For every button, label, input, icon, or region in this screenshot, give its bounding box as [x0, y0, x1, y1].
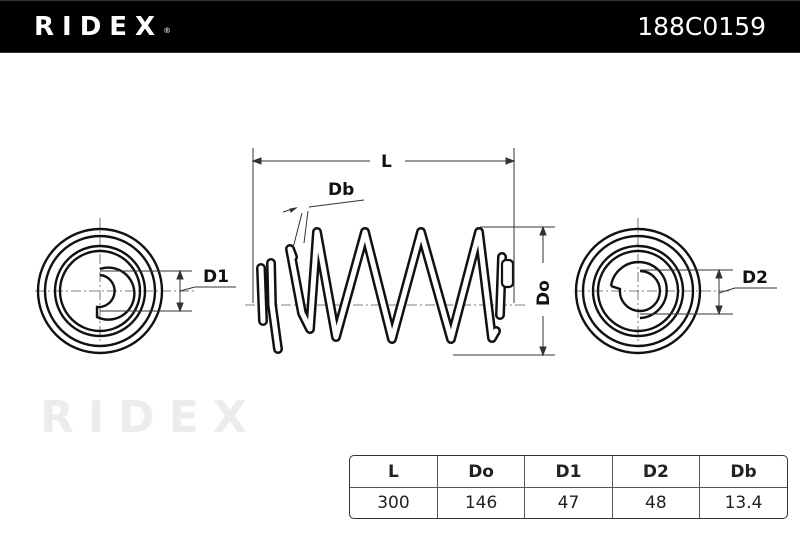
label-l: L: [381, 152, 392, 172]
spring-diagram: D1 D2 L: [35, 148, 777, 357]
d2-dimension: [640, 268, 777, 316]
spec-value-row: 300 146 47 48 13.4: [350, 487, 787, 518]
value-do: 146: [437, 487, 526, 518]
do-dimension: [453, 225, 555, 357]
l-dimension: [251, 148, 516, 303]
label-do: Do: [534, 280, 554, 306]
spec-table: L Do D1 D2 Db 300 146 47 48 13.4: [349, 455, 788, 519]
brand-name: RIDEX: [34, 12, 164, 42]
watermark: RIDEX: [40, 392, 261, 443]
spring-side-view: [245, 227, 525, 354]
header-db: Db: [699, 456, 787, 488]
label-d2: D2: [742, 268, 768, 288]
value-d1: 47: [524, 487, 613, 518]
value-l: 300: [350, 487, 438, 518]
d1-dimension: [100, 269, 236, 313]
part-number: 188C0159: [637, 12, 766, 41]
header-bar: RIDEX® 188C0159: [0, 0, 800, 53]
header-do: Do: [437, 456, 526, 488]
value-d2: 48: [612, 487, 701, 518]
brand-logo: RIDEX®: [34, 12, 171, 42]
value-db: 13.4: [724, 493, 763, 513]
header-d2: D2: [612, 456, 701, 488]
end-view-right: [574, 218, 730, 355]
registered-mark: ®: [163, 26, 172, 35]
label-db: Db: [328, 180, 354, 200]
db-dimension: [282, 199, 365, 249]
header-d1: D1: [524, 456, 613, 488]
spec-header-row: L Do D1 D2 Db: [350, 456, 787, 488]
label-d1: D1: [203, 267, 229, 287]
header-l: L: [350, 456, 438, 488]
end-view-left: [35, 218, 195, 355]
